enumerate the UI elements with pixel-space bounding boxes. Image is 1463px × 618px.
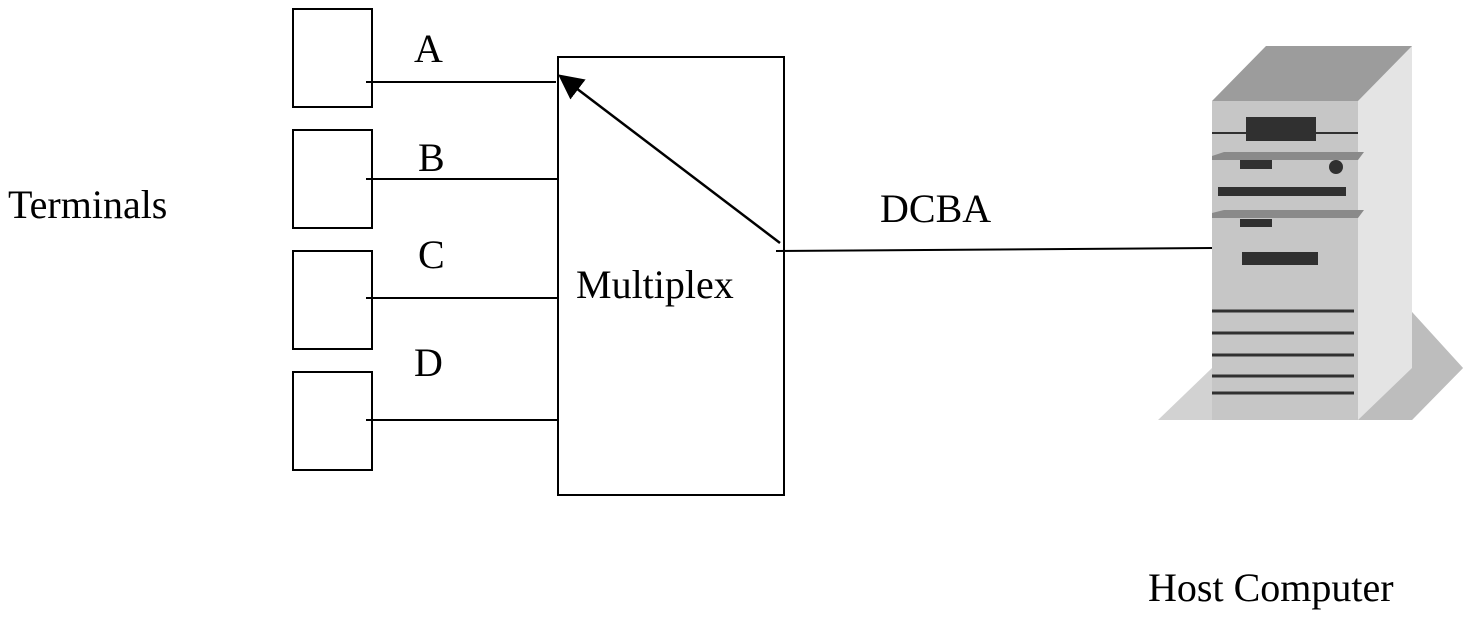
terminal-c-label: C (418, 232, 445, 277)
host-link-line (775, 247, 1213, 252)
terminal-c: C (292, 232, 558, 350)
terminal-a-label: A (414, 26, 443, 71)
terminals-label: Terminals (8, 182, 167, 227)
combined-stream-label: DCBA (880, 186, 991, 231)
server-side (1358, 46, 1412, 420)
host-computer-label: Host Computer (1148, 565, 1394, 610)
terminal-a: A (292, 8, 556, 108)
terminal-d-label: D (414, 340, 443, 385)
terminal-box (292, 371, 373, 471)
terminal-box (292, 250, 373, 350)
terminal-box (292, 129, 373, 229)
multiplexer-label: Multiplex (576, 262, 734, 307)
multiplexer-box (557, 56, 785, 496)
server-top (1212, 46, 1412, 101)
terminal-b-label: B (418, 135, 445, 180)
terminal-box (292, 8, 373, 108)
switch-arrow (558, 74, 781, 244)
server-icon (1158, 46, 1463, 420)
terminal-d: D (292, 340, 558, 471)
terminal-b: B (292, 129, 558, 229)
